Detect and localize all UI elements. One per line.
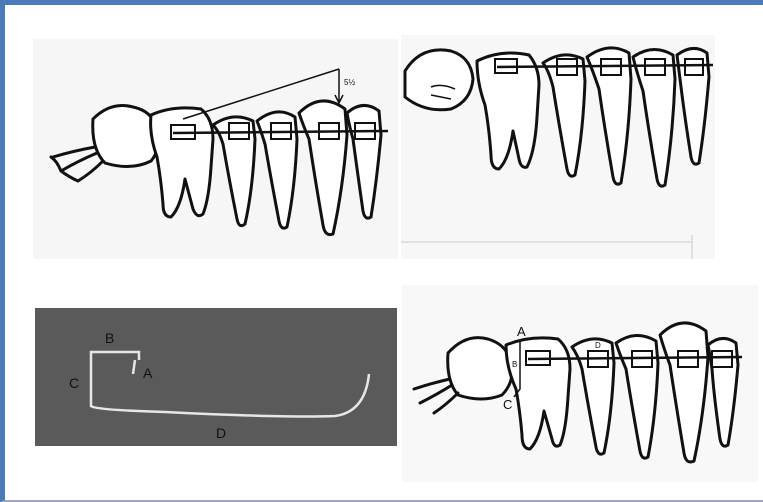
impacted-molar-partial: [405, 50, 473, 110]
impacted-molar: [448, 338, 513, 399]
wire-spring-image: B A C D: [35, 308, 397, 446]
impacted-molar: [93, 106, 159, 167]
label-c: C: [503, 397, 512, 412]
diagram-panel-spring-inserted: A B C D: [402, 285, 758, 482]
label-b: B: [105, 330, 114, 346]
label-c: C: [69, 375, 79, 391]
tooth-diagram-uprighted: [401, 35, 715, 259]
label-a: A: [517, 324, 526, 339]
label-a: A: [143, 365, 153, 381]
wire-spring-photo: B A C D: [35, 308, 397, 446]
spring-arm: [91, 374, 369, 417]
tooth-diagram-activated: 5½: [33, 39, 398, 259]
canine: [299, 101, 347, 235]
diagram-panel-activated-spring: 5½: [33, 39, 398, 259]
label-b: B: [512, 360, 517, 369]
label-d: D: [216, 425, 226, 441]
tooth-diagram-spring-inserted: A B C D: [402, 285, 758, 482]
spring-loop: [91, 352, 139, 388]
diagram-panel-uprighted: [401, 35, 715, 259]
activation-label: 5½: [344, 78, 355, 87]
label-d: D: [595, 341, 601, 350]
